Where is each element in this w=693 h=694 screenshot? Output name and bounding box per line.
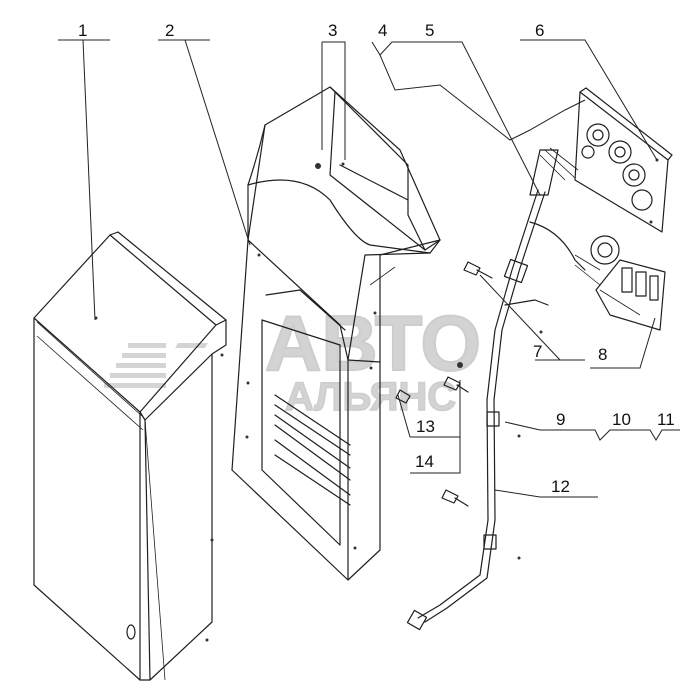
callout-14: 14 — [415, 452, 434, 471]
part-2-frame — [231, 86, 441, 581]
watermark-logo-icon — [104, 343, 208, 388]
part-5-wire-harness — [406, 147, 586, 631]
callout-11: 11 — [657, 410, 675, 429]
part-7-8-switch-module — [574, 235, 666, 331]
fastener-icon — [395, 261, 543, 560]
callout-6: 6 — [535, 21, 544, 40]
watermark: АВТО АЛЬЯНС — [104, 298, 482, 420]
part-6-gauge-panel — [574, 87, 673, 233]
gauge-icon — [581, 123, 653, 211]
callout-4: 4 — [378, 21, 387, 40]
callout-10: 10 — [612, 410, 631, 429]
callout-12: 12 — [551, 477, 570, 496]
part-3-4-top-duct — [315, 91, 441, 251]
callout-9: 9 — [556, 410, 565, 429]
callout-3: 3 — [328, 21, 337, 40]
callout-1: 1 — [78, 21, 87, 40]
callout-13: 13 — [416, 417, 435, 436]
callout-8: 8 — [598, 345, 607, 364]
callout-2: 2 — [165, 21, 174, 40]
callout-7: 7 — [533, 342, 542, 361]
watermark-line1: АВТО — [265, 299, 481, 387]
leader-lines — [58, 39, 680, 498]
callout-5: 5 — [425, 21, 434, 40]
part-1-cabinet-cover — [33, 231, 227, 681]
callout-labels: 1 2 3 4 5 6 7 8 9 10 11 12 13 14 — [78, 21, 675, 496]
watermark-line2: АЛЬЯНС — [285, 375, 456, 419]
